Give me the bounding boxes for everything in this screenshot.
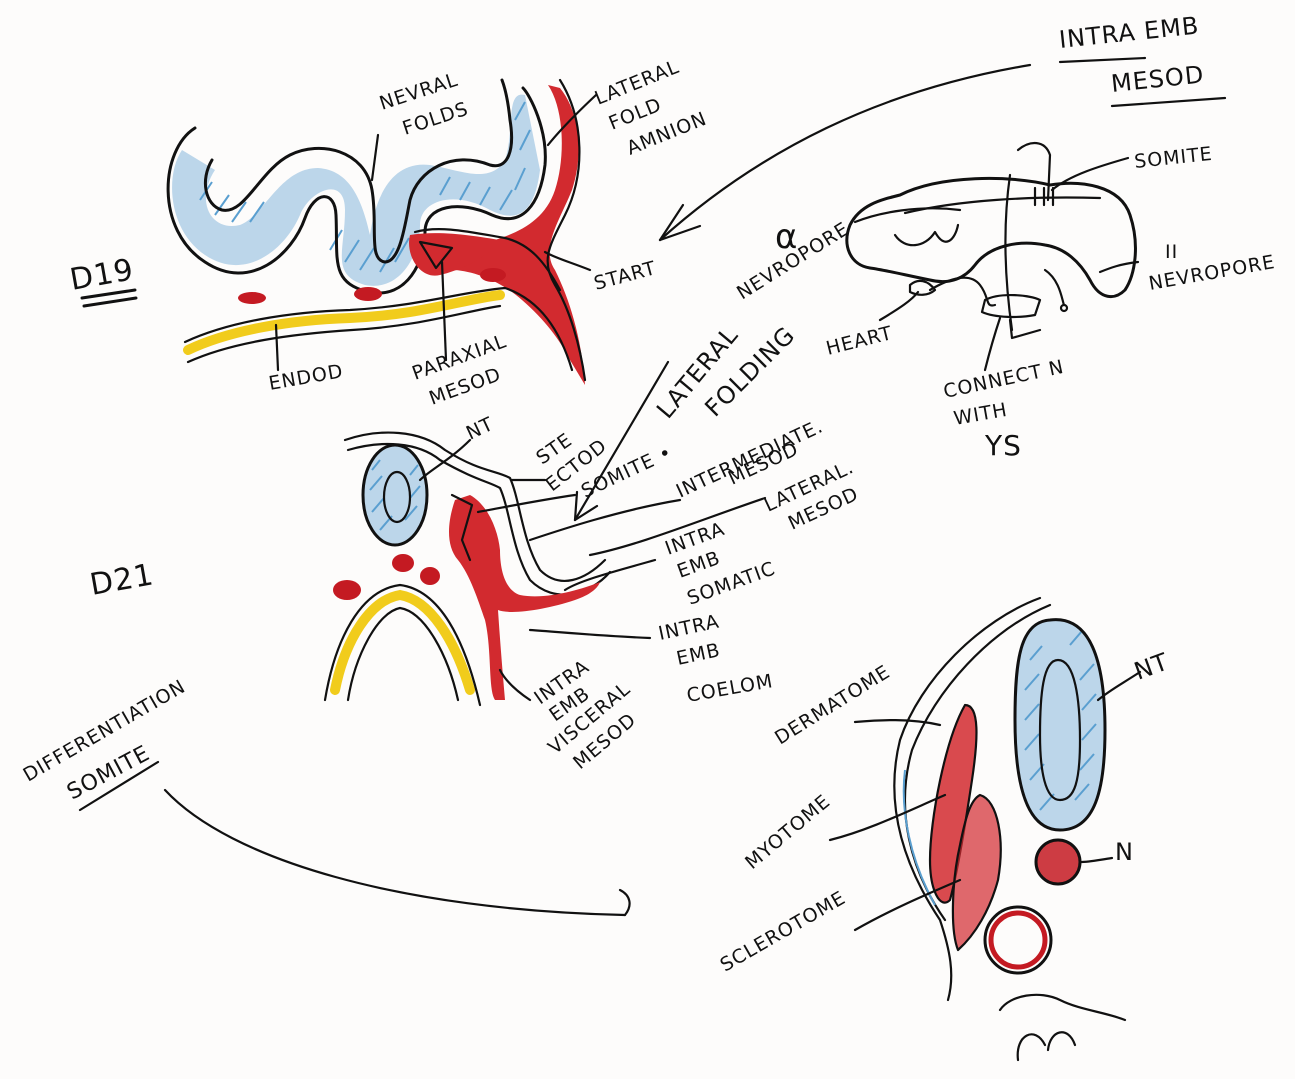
label-d21: D21 (87, 557, 156, 603)
label-somite: SOMITE (1133, 143, 1213, 173)
d21-aorta-1 (392, 554, 414, 572)
label-dermatome: DERMATOME (771, 661, 894, 749)
d19-blood-island-3 (480, 268, 506, 282)
d19-blood-island-1 (238, 292, 266, 304)
intra-emb-mesod-diagram: INTRA EMB MESOD SOMITE α NEVROPORE (660, 11, 1277, 462)
somite-neural-tube (1015, 620, 1105, 830)
label-connect-3: YS (984, 429, 1022, 462)
label-start: START (592, 257, 659, 295)
label-myotome: MYOTOME (741, 790, 835, 874)
label-n: N (1115, 838, 1134, 866)
d21-vessel-3 (333, 580, 361, 600)
aorta-ring (985, 907, 1051, 973)
arrow-to-somite (165, 790, 625, 915)
label-intra-emb-2: MESOD (1110, 60, 1206, 98)
embryo-outline (847, 178, 1136, 296)
arrow-intra-emb-to-start (660, 65, 1030, 240)
somite-differentiation-diagram: DIFFERENTIATION SOMITE (20, 598, 1173, 1060)
d19-diagram: D19 NEVRAL FOLDS LATERAL FOLD AMNION STA… (67, 56, 710, 410)
label-nt-somite: NT (1130, 647, 1172, 685)
d21-aorta-2 (420, 567, 440, 585)
label-connect-1: CONNECT N (941, 356, 1066, 403)
label-sclerotome: SCLEROTOME (717, 887, 850, 977)
label-nt-d21: NT (463, 413, 498, 445)
label-heart: HEART (824, 322, 895, 360)
label-coelom-3: COELOM (685, 670, 775, 707)
label-intra-emb-1: INTRA EMB (1058, 11, 1201, 54)
heart-mark (910, 281, 935, 295)
label-neuropore-2-mark: II (1165, 241, 1178, 263)
d19-endoderm (188, 295, 500, 350)
label-coelom-2: EMB (674, 639, 722, 670)
d19-blood-island-2 (354, 287, 382, 301)
label-connect-2: WITH (952, 399, 1009, 430)
